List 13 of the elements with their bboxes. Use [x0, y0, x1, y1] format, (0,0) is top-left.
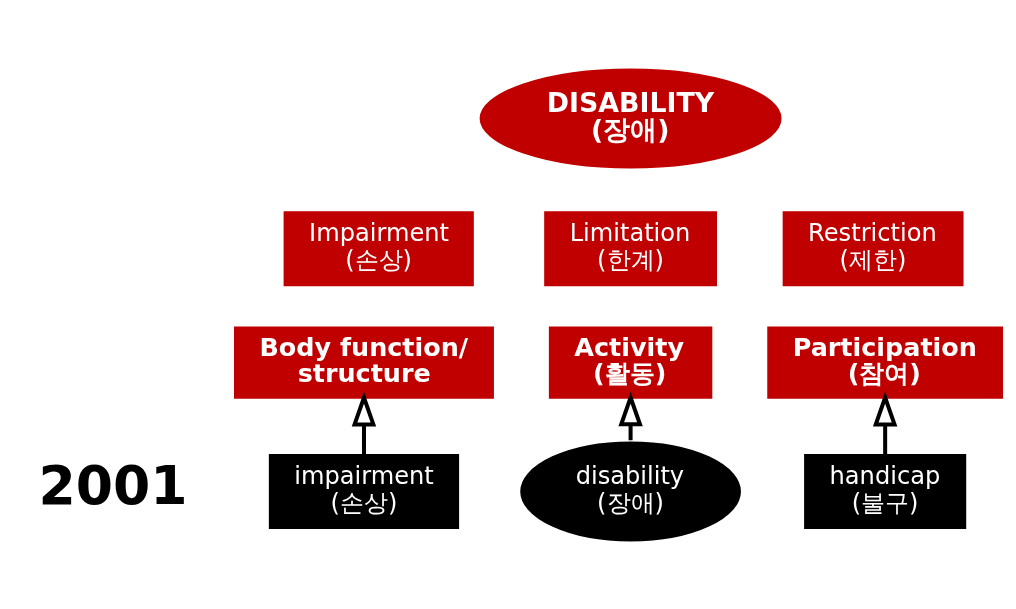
node-box: Activity (활동) [548, 325, 713, 399]
node-box: Limitation (한계) [544, 210, 717, 286]
label: 2001 [38, 453, 188, 517]
node-box: Participation (참여) [767, 325, 1004, 399]
arrow [351, 391, 377, 455]
node-box: Restriction (제한) [782, 210, 964, 286]
node-ellipse: disability (장애) [517, 438, 744, 544]
node-box: handicap (불구) [804, 453, 967, 529]
arrow [872, 391, 898, 455]
node-box: impairment (손상) [268, 453, 460, 529]
node-box: Impairment (손상) [283, 210, 474, 286]
node-ellipse: DISABILITY (장애) [476, 65, 785, 171]
node-box: Body function/ structure [234, 325, 494, 399]
